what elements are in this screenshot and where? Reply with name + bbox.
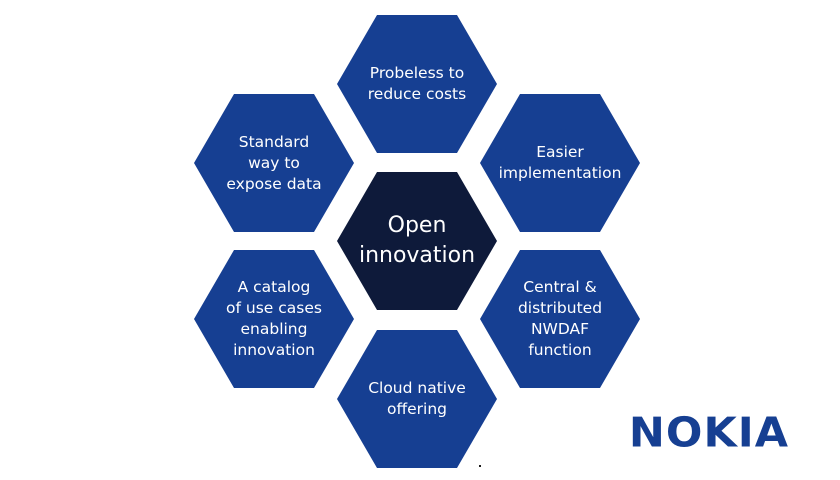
hexagon-label: Central & distributed NWDAF function <box>517 278 603 359</box>
hexagon-label: Standard way to expose data <box>226 132 322 193</box>
hexagon-open-innovation: Open innovation <box>337 172 497 310</box>
hexagon-central-distributed-nwdaf: Central & distributed NWDAF function <box>480 250 640 388</box>
nokia-logo: NOKIA <box>628 409 790 457</box>
stray-dot <box>479 465 481 467</box>
center-label: Open innovation <box>358 213 476 268</box>
hexagon-cloud-native: Cloud native offering <box>337 330 497 468</box>
hexagon-use-case-catalog: A catalog of use cases enabling innovati… <box>194 250 354 388</box>
hexagon-standard-data-exposure: Standard way to expose data <box>194 94 354 232</box>
hexagon-label: Easier implementation <box>498 143 622 182</box>
hexagon-probeless: Probeless to reduce costs <box>337 15 497 153</box>
hexagon-easier-implementation: Easier implementation <box>480 94 640 232</box>
hexagon-label: Probeless to reduce costs <box>367 64 467 103</box>
hexagon-label: Cloud native offering <box>368 379 466 418</box>
hexagon-label: A catalog of use cases enabling innovati… <box>226 278 322 359</box>
